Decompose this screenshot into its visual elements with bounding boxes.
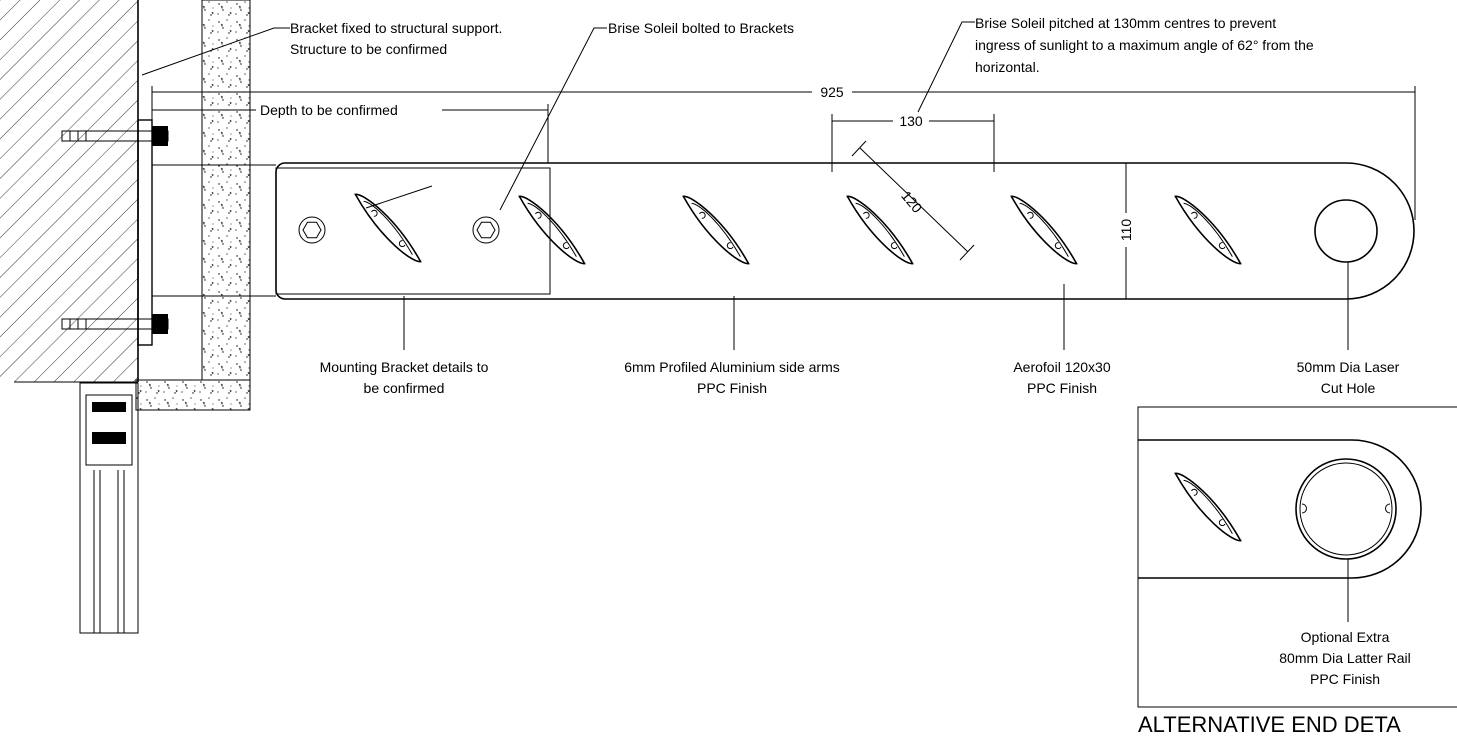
aerofoil-blade <box>1010 183 1078 277</box>
leader-brise-bolted <box>499 27 607 211</box>
bracket-bolt <box>298 216 326 244</box>
aerofoil-blade <box>1174 460 1242 554</box>
note-hole-2: Cut Hole <box>1321 380 1376 396</box>
note-mounting-1: Mounting Bracket details to <box>320 359 489 375</box>
laser-cut-hole <box>1314 199 1378 263</box>
aerofoil-blade <box>354 181 422 275</box>
dimension-blade-label: 120 <box>898 188 925 216</box>
side-arm <box>275 162 1415 300</box>
note-side-arms-2: PPC Finish <box>697 380 767 396</box>
note-hole-1: 50mm Dia Laser <box>1297 359 1400 375</box>
dimension-pitch: 130 <box>831 112 995 172</box>
note-aerofoil-1: Aerofoil 120x30 <box>1013 359 1111 375</box>
anchor-bolt-top <box>61 126 169 146</box>
note-optional-1: Optional Extra <box>1301 629 1390 645</box>
structural-wall <box>0 0 139 383</box>
note-mounting-2: be confirmed <box>364 380 445 396</box>
leader-bracket-fixed <box>141 27 290 76</box>
dimension-overall-label: 925 <box>820 84 844 100</box>
alternative-end-title: ALTERNATIVE END DETA <box>1138 712 1401 737</box>
fixing-plate <box>137 119 276 346</box>
dimension-overall: 925 <box>151 83 1416 220</box>
note-side-arms-1: 6mm Profiled Aluminium side arms <box>624 359 840 375</box>
depth-label: Depth to be confirmed <box>260 102 398 118</box>
concrete-layer <box>135 0 251 411</box>
alternative-end-detail: Optional Extra 80mm Dia Latter Rail PPC … <box>1137 406 1457 708</box>
aerofoil-blade <box>1174 183 1242 277</box>
note-brise-bolted: Brise Soleil bolted to Brackets <box>608 20 794 36</box>
blade-callout-line <box>365 185 433 209</box>
dimension-arm-depth-label: 110 <box>1118 219 1134 242</box>
note-bracket-fixed-2: Structure to be confirmed <box>290 41 447 57</box>
bracket-bolt <box>472 216 500 244</box>
note-optional-2: 80mm Dia Latter Rail <box>1279 650 1411 666</box>
leader-pitched <box>917 21 975 113</box>
note-pitched-3: horizontal. <box>975 59 1040 75</box>
note-optional-3: PPC Finish <box>1310 671 1380 687</box>
dimension-arm-depth: 110 <box>1117 162 1135 300</box>
dimension-depth: Depth to be confirmed <box>152 101 549 163</box>
anchor-bolt-bottom <box>61 314 169 334</box>
aerofoil-blade <box>682 183 750 277</box>
mounting-bracket <box>275 167 551 295</box>
dimension-pitch-label: 130 <box>899 113 923 129</box>
window-frame-section <box>79 382 139 634</box>
note-aerofoil-2: PPC Finish <box>1027 380 1097 396</box>
dimension-blade: 120 <box>851 140 975 261</box>
note-bracket-fixed-1: Bracket fixed to structural support. <box>290 20 502 36</box>
note-pitched-2: ingress of sunlight to a maximum angle o… <box>975 37 1314 53</box>
note-pitched-1: Brise Soleil pitched at 130mm centres to… <box>975 15 1276 31</box>
aerofoil-blade <box>518 183 586 277</box>
